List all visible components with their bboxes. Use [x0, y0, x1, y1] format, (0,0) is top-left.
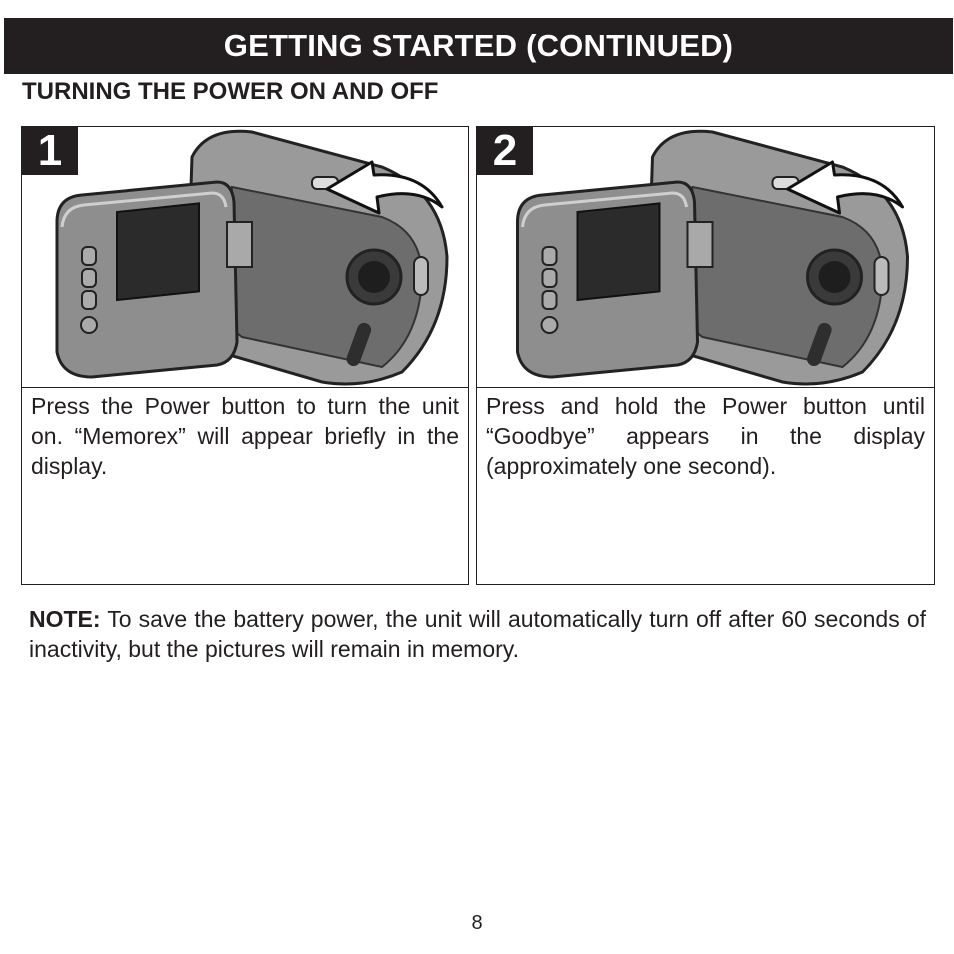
- note-text: To save the battery power, the unit will…: [29, 606, 926, 662]
- step-description: Press the Power button to turn the unit …: [31, 393, 459, 479]
- step-description: Press and hold the Power button until “G…: [486, 393, 925, 479]
- page-header: GETTING STARTED (CONTINUED): [4, 18, 953, 74]
- page-number: 8: [471, 912, 483, 934]
- step-panel-1: 1 Press the Power but: [21, 126, 469, 585]
- camcorder-illustration-svg: [516, 129, 910, 386]
- page-title: GETTING STARTED (CONTINUED): [223, 28, 734, 63]
- step-number-badge: 1: [22, 126, 78, 175]
- camcorder-illustration: [22, 127, 468, 388]
- camcorder-illustration: [477, 127, 934, 388]
- note-paragraph: NOTE: To save the battery power, the uni…: [29, 604, 926, 664]
- section-title: TURNING THE POWER ON AND OFF: [22, 78, 439, 105]
- camcorder-illustration-svg: [55, 129, 449, 386]
- note-label: NOTE:: [29, 606, 101, 632]
- step-panel-2: 2 Press and hold the Power button until …: [476, 126, 935, 585]
- step-number-badge: 2: [477, 126, 533, 175]
